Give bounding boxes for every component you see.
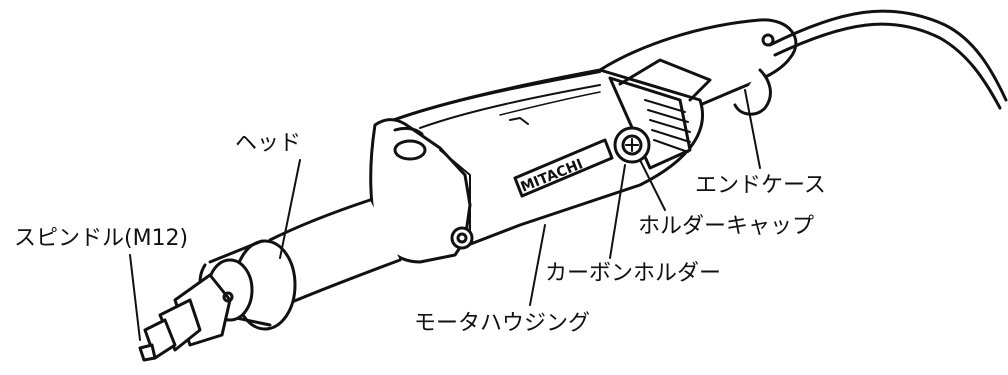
- label-spindle: スピンドル(M12): [14, 226, 188, 251]
- label-carbon-holder: カーボンホルダー: [545, 261, 721, 286]
- label-motor-housing: モータハウジング: [414, 311, 590, 336]
- leader-end-case: [744, 89, 761, 169]
- leader-head: [279, 159, 301, 259]
- end-case-outline: [598, 18, 798, 107]
- brand-plate: [513, 138, 614, 198]
- leader-carbon-holder: [609, 164, 626, 259]
- leader-motor-housing: [529, 224, 546, 306]
- label-end-case: エンドケース: [695, 173, 826, 198]
- leader-holder-cap: [639, 159, 666, 211]
- label-head: ヘッド: [235, 131, 301, 156]
- power-cord: [768, 9, 1008, 102]
- label-holder-cap: ホルダーキャップ: [638, 214, 814, 239]
- leader-spindle: [129, 254, 141, 341]
